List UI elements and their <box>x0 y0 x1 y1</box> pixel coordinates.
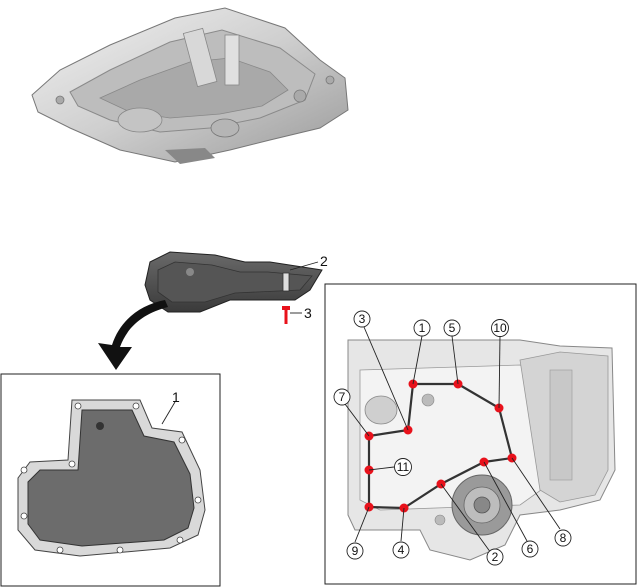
svg-text:10: 10 <box>493 321 507 335</box>
svg-text:2: 2 <box>492 550 499 564</box>
sequence-callouts: 1 2 3 4 5 6 7 8 9 10 11 <box>333 310 572 566</box>
svg-text:8: 8 <box>560 531 567 545</box>
label-gasket: 1 <box>172 389 180 405</box>
svg-text:7: 7 <box>339 390 346 404</box>
label-oil-pan: 2 <box>320 253 328 269</box>
svg-text:9: 9 <box>352 544 359 558</box>
label-bolt: 3 <box>304 305 312 321</box>
svg-text:4: 4 <box>398 543 405 557</box>
callout-6: 6 <box>521 540 539 558</box>
lower-oil-pan-illustration <box>144 251 323 313</box>
callout-11: 11 <box>394 458 412 476</box>
detail-arrow <box>98 300 168 370</box>
svg-text:6: 6 <box>527 542 534 556</box>
engine-block-illustration <box>347 339 616 561</box>
gasket-illustration <box>17 399 206 557</box>
callout-5: 5 <box>443 319 461 337</box>
callout-8: 8 <box>554 529 572 547</box>
callout-2: 2 <box>486 548 504 566</box>
callout-9: 9 <box>346 542 364 560</box>
svg-text:11: 11 <box>397 460 410 474</box>
callout-1: 1 <box>413 319 431 337</box>
svg-text:1: 1 <box>419 321 426 335</box>
svg-text:3: 3 <box>359 312 366 326</box>
callout-4: 4 <box>392 541 410 559</box>
callout-3: 3 <box>353 310 371 328</box>
svg-text:5: 5 <box>449 321 456 335</box>
bolt-illustration <box>282 306 290 324</box>
callout-10: 10 <box>491 319 509 337</box>
callout-7: 7 <box>333 388 351 406</box>
upper-oil-pan-illustration <box>31 7 349 164</box>
